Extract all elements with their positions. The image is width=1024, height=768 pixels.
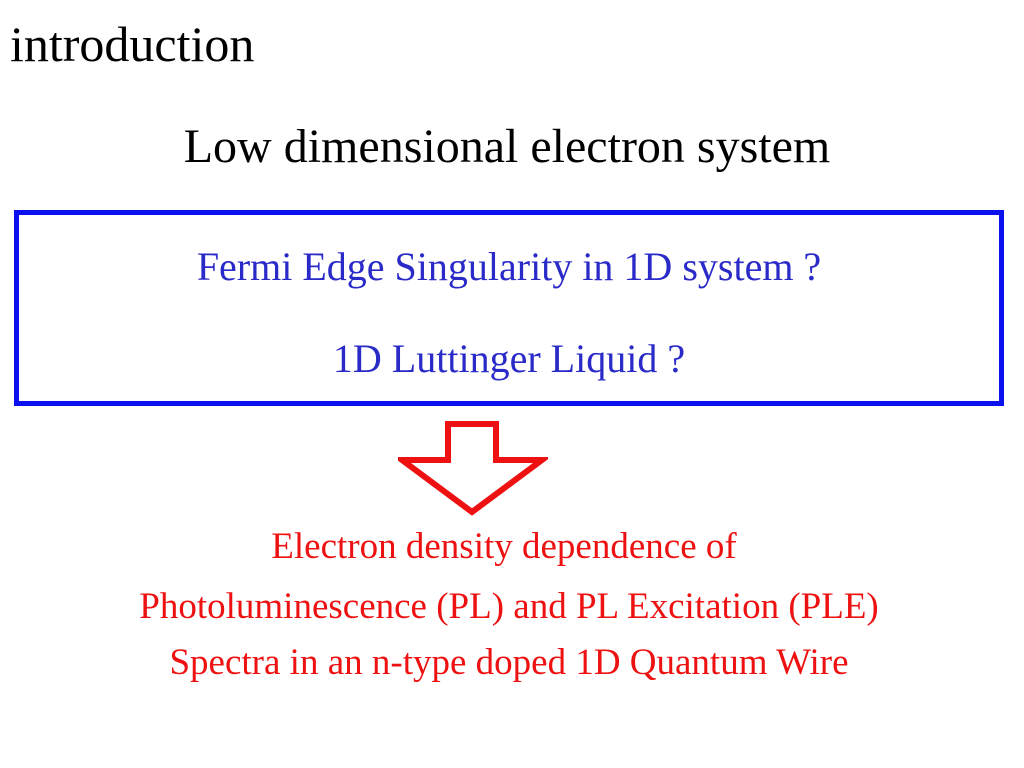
question-luttinger-liquid: 1D Luttinger Liquid ? (332, 336, 686, 381)
slide-title: introduction (10, 16, 255, 72)
slide-subtitle: Low dimensional electron system (183, 120, 831, 173)
question-fermi-edge: Fermi Edge Singularity in 1D system ? (196, 244, 822, 289)
conclusion-line-3: Spectra in an n-type doped 1D Quantum Wi… (169, 642, 849, 683)
down-arrow-outline-icon (398, 421, 548, 516)
conclusion-line-2: Photoluminescence (PL) and PL Excitation… (139, 586, 879, 627)
conclusion-line-1: Electron density dependence of (271, 526, 737, 567)
questions-box: Fermi Edge Singularity in 1D system ? 1D… (14, 210, 1004, 406)
